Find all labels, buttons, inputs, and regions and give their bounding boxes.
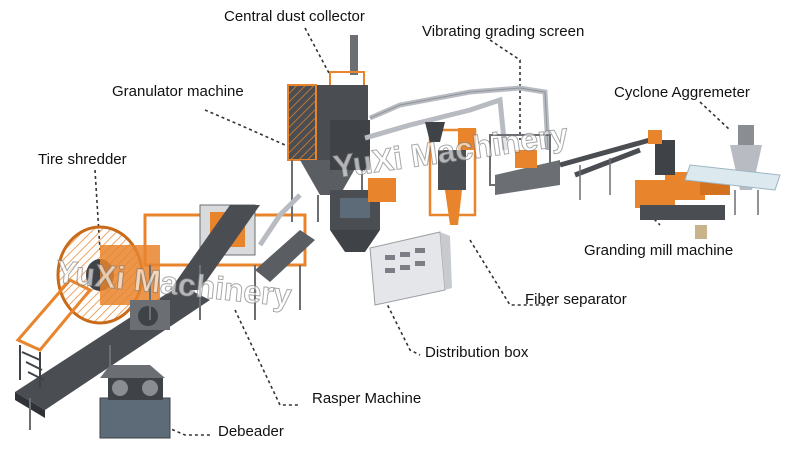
label-vibrating-grading-screen: Vibrating grading screen: [422, 23, 585, 40]
leader-line-dust-collector: [304, 27, 331, 76]
tire-shredder-machine: [15, 225, 170, 388]
distribution-box-cabinet: [369, 231, 452, 306]
label-granulator-machine: Granulator machine: [112, 83, 244, 100]
leader-line-vibrating-screen: [489, 39, 521, 140]
central-dust-collector-machine: [287, 35, 370, 222]
cyclone-aggremeter-machine: [684, 125, 781, 215]
label-central-dust-collector: Central dust collector: [224, 8, 365, 25]
granding-mill-machines: [635, 130, 730, 239]
label-distribution-box: Distribution box: [425, 344, 529, 361]
debeader-machine: [99, 365, 171, 439]
label-debeader: Debeader: [218, 423, 284, 440]
fiber-separator-machine: [425, 122, 477, 225]
label-cyclone-aggremeter: Cyclone Aggremeter: [614, 84, 750, 101]
leader-lines: [94, 27, 731, 436]
leader-line-granulator: [204, 109, 286, 146]
label-tire-shredder: Tire shredder: [38, 151, 127, 168]
label-rasper-machine: Rasper Machine: [312, 390, 422, 407]
granulator-machine: [330, 178, 396, 252]
leader-line-distribution-box: [384, 299, 421, 356]
leader-line-cyclone: [699, 101, 731, 131]
label-granding-mill-machine: Granding mill machine: [584, 242, 734, 259]
transfer-conveyors: [559, 137, 651, 178]
rasper-machine-frame: [143, 204, 315, 320]
vibrating-grading-screen-machine: [489, 134, 560, 195]
leader-line-rasper: [234, 309, 300, 406]
leader-line-fiber-separator: [469, 239, 550, 306]
label-fiber-separator: Fiber separator: [525, 291, 627, 308]
